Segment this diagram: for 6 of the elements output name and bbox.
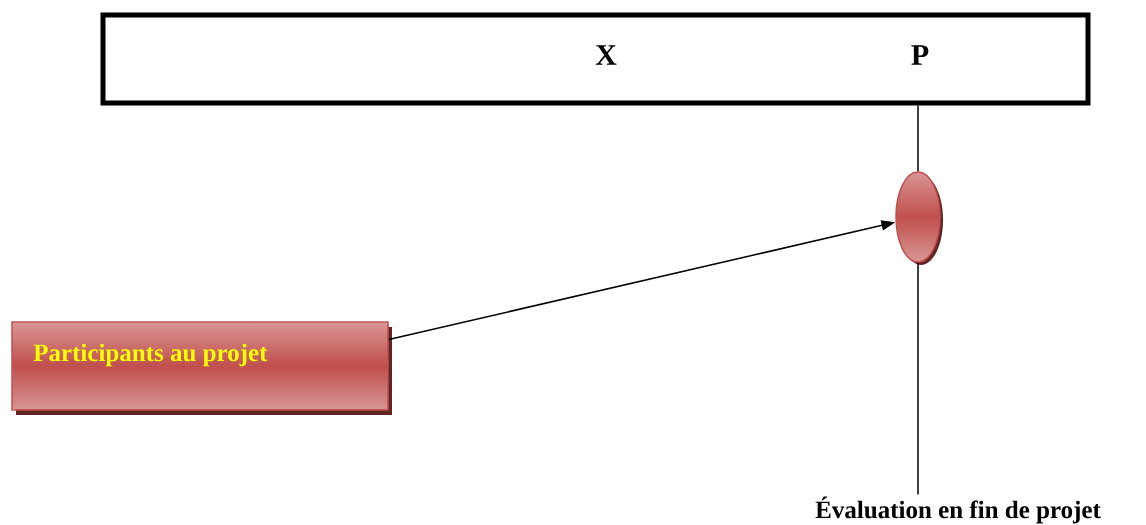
end-label: Évaluation en fin de projet [815,496,1101,524]
connector-line [917,104,919,172]
connector-line [917,262,919,496]
header-bar: X P [100,12,1091,106]
process-box: Participants au projet [11,321,392,415]
ellipse-marker [895,171,943,265]
